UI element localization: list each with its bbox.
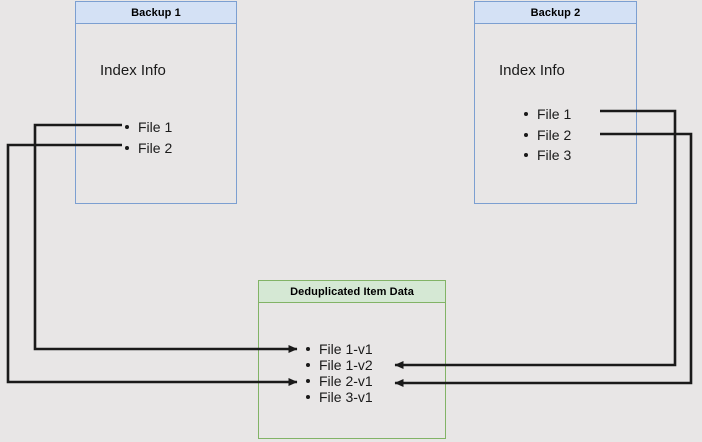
list-item: File 3-v1 [305,389,373,405]
backup-1-index-info-label: Index Info [100,62,166,79]
list-item: File 1 [124,117,172,138]
list-item: File 3 [523,145,571,166]
backup-2-index-info-label: Index Info [499,62,565,79]
backup-1-title: Backup 1 [75,1,237,24]
backup-1-body: Index Info File 1 File 2 [75,23,237,204]
backup-2-body: Index Info File 1 File 2 File 3 [474,23,637,204]
list-item: File 1-v2 [305,357,373,373]
list-item: File 2 [523,125,571,146]
backup-2-title: Backup 2 [474,1,637,24]
list-item: File 2-v1 [305,373,373,389]
list-item: File 2 [124,138,172,159]
backup-1-file-list: File 1 File 2 [124,117,172,158]
backup-1-box[interactable]: Backup 1 Index Info File 1 File 2 [75,1,237,204]
dedup-file-list: File 1-v1 File 1-v2 File 2-v1 File 3-v1 [305,341,373,405]
deduplicated-item-data-title: Deduplicated Item Data [258,280,446,303]
backup-2-file-list: File 1 File 2 File 3 [523,104,571,166]
deduplicated-item-data-body: File 1-v1 File 1-v2 File 2-v1 File 3-v1 [258,302,446,439]
list-item: File 1-v1 [305,341,373,357]
backup-2-box[interactable]: Backup 2 Index Info File 1 File 2 File 3 [474,1,637,204]
list-item: File 1 [523,104,571,125]
deduplicated-item-data-box[interactable]: Deduplicated Item Data File 1-v1 File 1-… [258,280,446,439]
